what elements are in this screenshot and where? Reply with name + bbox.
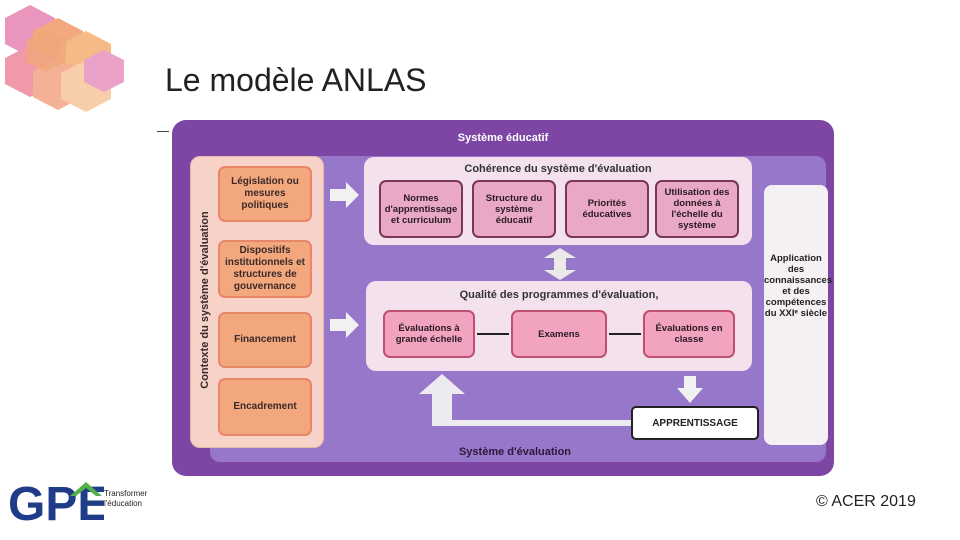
quality-item-classroom: Évaluations en classe (643, 310, 735, 358)
coherence-item-priorities: Priorités éducatives (565, 180, 649, 238)
evaluation-system-label: Système d'évaluation (458, 446, 572, 458)
arrow-right-icon (330, 182, 359, 208)
gpe-logo-icon: GPE (8, 478, 104, 526)
context-item-institutions: Dispositifs institutionnels et structure… (218, 240, 312, 298)
title-divider (157, 131, 169, 132)
connector-line (477, 333, 509, 335)
side-label: Application des connaissances et des com… (764, 253, 833, 319)
double-arrow-vertical-icon (544, 248, 576, 280)
context-label: Contexte du système d'évaluation (199, 211, 211, 389)
quality-item-large-scale: Évaluations à grande échelle (383, 310, 475, 358)
quality-title: Qualité des programmes d'évaluation, (459, 289, 659, 301)
quality-item-exams: Examens (511, 310, 607, 358)
context-item-legislation: Législation ou mesures politiques (218, 166, 312, 222)
coherence-item-data-use: Utilisation des données à l'échelle du s… (655, 180, 739, 238)
coherence-item-standards: Normes d'apprentissage et curriculum (379, 180, 463, 238)
hexagon-logo-icon (5, 5, 124, 112)
context-item-supervision: Encadrement (218, 378, 312, 436)
feedback-loop-arrow-icon (419, 374, 631, 426)
copyright-text: © ACER 2019 (816, 493, 916, 510)
arrow-right-icon (330, 312, 359, 338)
learning-box: APPRENTISSAGE (631, 406, 759, 440)
gpe-subtitle: Transformer l'éducation (104, 489, 148, 508)
coherence-title: Cohérence du système d'évaluation (464, 163, 652, 175)
coherence-item-structure: Structure du système éducatif (472, 180, 556, 238)
slide-title: Le modèle ANLAS (165, 62, 427, 98)
arrow-down-icon (677, 376, 703, 403)
context-item-funding: Financement (218, 312, 312, 368)
twenty-first-century-skills-panel: Application des connaissances et des com… (764, 185, 833, 445)
education-system-label: Système éducatif (457, 132, 549, 144)
connector-line (609, 333, 641, 335)
